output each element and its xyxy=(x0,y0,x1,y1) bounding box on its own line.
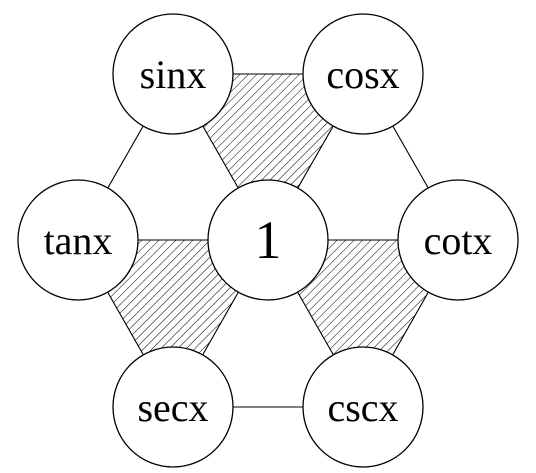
node-cot: cotx xyxy=(397,179,519,301)
node-cos: cosx xyxy=(302,13,424,135)
product-triangle-sin-cos-1 xyxy=(172,73,364,242)
node-sin-label: sinx xyxy=(140,52,207,97)
node-center: 1 xyxy=(207,179,329,301)
node-cot-label: cotx xyxy=(424,218,493,263)
node-sec-label: secx xyxy=(137,385,208,430)
square-triangle-cot-csc-1 xyxy=(267,239,459,409)
node-sec: secx xyxy=(112,346,234,468)
node-csc: cscx xyxy=(302,346,424,468)
node-csc-label: cscx xyxy=(327,385,398,430)
node-sin: sinx xyxy=(112,13,234,135)
square-triangle-tan-sec-1 xyxy=(77,239,269,409)
node-tan: tanx xyxy=(17,179,139,301)
node-tan-label: tanx xyxy=(44,218,113,263)
node-center-label: 1 xyxy=(255,210,282,270)
node-cos-label: cosx xyxy=(326,52,399,97)
